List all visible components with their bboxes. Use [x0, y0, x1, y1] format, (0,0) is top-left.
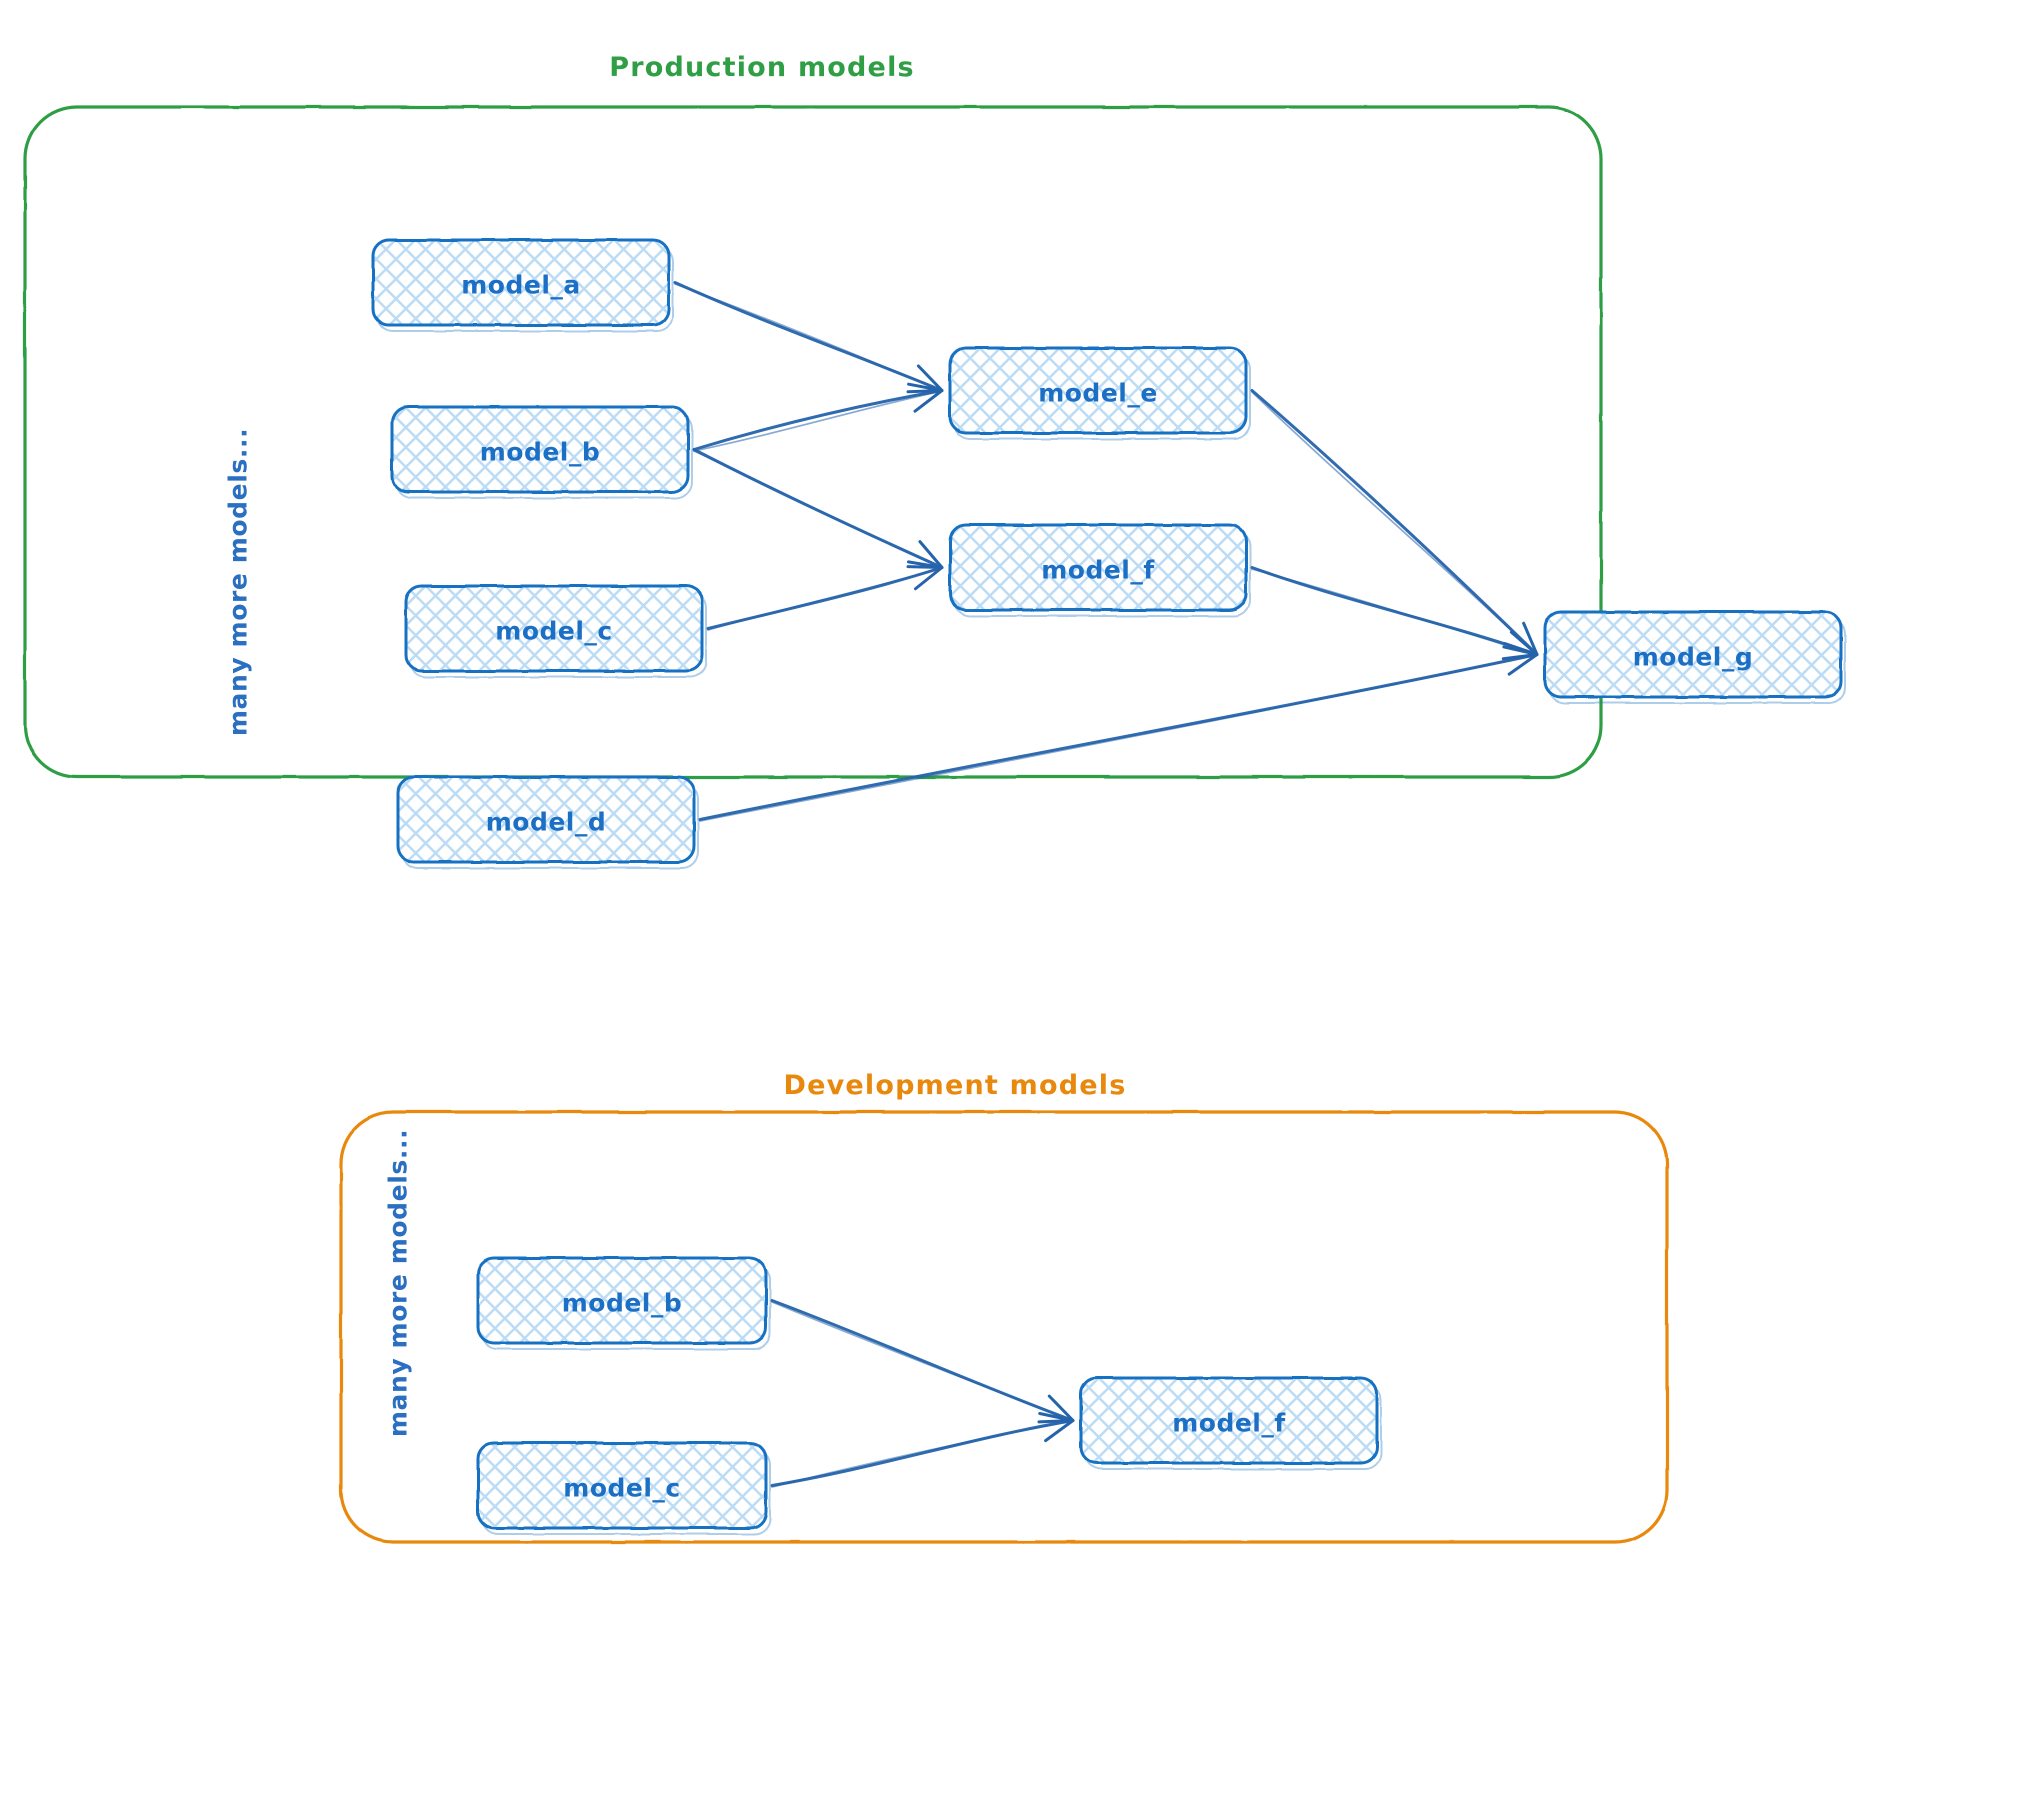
group-frame-production	[23, 105, 1603, 779]
node-dev_model_b[interactable]	[476, 1256, 768, 1345]
edge-b-to-e	[692, 382, 944, 452]
edge-a-to-e	[673, 281, 944, 394]
node-prod_model_d[interactable]	[396, 775, 696, 864]
node-fill	[398, 777, 694, 862]
node-fill	[478, 1258, 766, 1343]
node-fill	[950, 525, 1246, 610]
group-frames	[23, 105, 1669, 1544]
node-fill	[406, 586, 702, 671]
node-fill	[1545, 612, 1841, 697]
edge-e-to-g	[1250, 389, 1539, 656]
edge-layer	[673, 281, 1539, 1488]
group-title-production: Production models	[609, 52, 915, 83]
side-label-development: many more models...	[383, 1128, 413, 1438]
node-fill	[1081, 1378, 1377, 1463]
group-frame-development	[339, 1110, 1669, 1544]
node-fill	[950, 348, 1246, 433]
node-dev_model_f[interactable]	[1079, 1376, 1379, 1465]
node-prod_model_c[interactable]	[404, 584, 704, 673]
node-fill	[392, 407, 688, 492]
node-prod_model_e[interactable]	[948, 346, 1248, 435]
edge-b-to-f	[692, 448, 944, 569]
group-title-development: Development models	[783, 1070, 1127, 1101]
edge-devb-to-devf	[770, 1299, 1075, 1424]
node-layer	[371, 238, 1846, 1535]
node-prod_model_f[interactable]	[948, 523, 1248, 612]
node-prod_model_a[interactable]	[371, 238, 671, 327]
node-fill	[478, 1443, 766, 1528]
side-label-production: many more models...	[223, 427, 253, 737]
node-dev_model_c[interactable]	[476, 1441, 768, 1530]
edge-c-to-f	[706, 560, 944, 631]
node-prod_model_b[interactable]	[390, 405, 690, 494]
edge-devc-to-devf	[770, 1412, 1075, 1488]
edge-d-to-g	[698, 645, 1539, 822]
node-fill	[373, 240, 669, 325]
node-prod_model_g[interactable]	[1543, 610, 1843, 699]
